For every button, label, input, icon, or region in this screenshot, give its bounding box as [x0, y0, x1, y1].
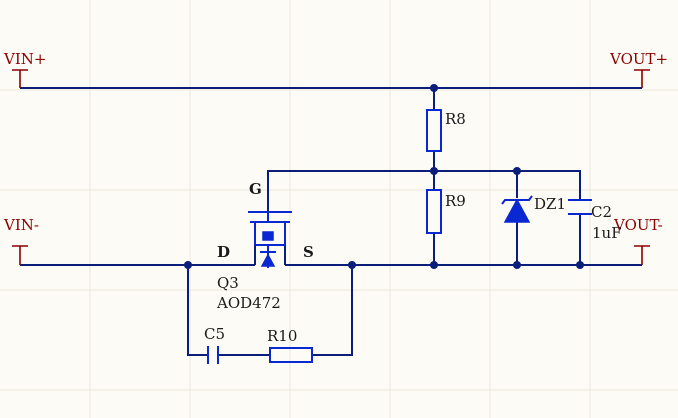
port-vin-minus-label: VIN-	[3, 216, 39, 234]
r10-label: R10	[267, 327, 297, 345]
port-vout-plus-label: VOUT+	[609, 50, 668, 68]
c5-label: C5	[204, 325, 225, 343]
pin-gate-label: G	[249, 180, 262, 198]
r9-label: R9	[445, 192, 466, 210]
port-vout-minus-label: VOUT-	[613, 216, 663, 234]
port-vin-minus[interactable]: VIN-	[3, 216, 39, 265]
wires	[20, 87, 642, 356]
port-vin-plus[interactable]: VIN+	[3, 50, 46, 88]
junction-dot	[348, 261, 356, 269]
gate-net-wire	[267, 170, 581, 265]
pin-drain-label: D	[217, 243, 230, 261]
dz1-label: DZ1	[534, 195, 566, 213]
mosfet-q3[interactable]: G D S Q3 AOD472	[216, 180, 314, 312]
port-vout-minus[interactable]: VOUT-	[613, 216, 663, 265]
zener-diode-dz1[interactable]: DZ1	[501, 195, 566, 223]
junction-dot	[430, 167, 438, 175]
port-vout-plus[interactable]: VOUT+	[609, 50, 668, 88]
q3-part-label: AOD472	[216, 294, 281, 312]
pin-source-label: S	[303, 243, 314, 261]
junction-dot	[184, 261, 192, 269]
junction-dot	[513, 261, 521, 269]
junction-dot	[430, 84, 438, 92]
junction-dots	[184, 84, 584, 269]
junction-dot	[430, 261, 438, 269]
r8-label: R8	[445, 110, 466, 128]
snubber-wire	[187, 265, 353, 356]
resistor-r8[interactable]: R8	[426, 109, 466, 152]
c2-value-label: 1uF	[592, 224, 622, 242]
junction-dot	[576, 261, 584, 269]
port-vin-plus-label: VIN+	[3, 50, 46, 68]
capacitor-c2[interactable]: C2 1uF	[568, 199, 622, 242]
resistor-r10[interactable]: R10	[267, 327, 313, 363]
c2-label: C2	[591, 203, 612, 221]
capacitor-c5[interactable]: C5	[204, 325, 225, 364]
q3-label: Q3	[217, 274, 239, 292]
resistor-r9[interactable]: R9	[426, 189, 466, 234]
junction-dot	[513, 167, 521, 175]
